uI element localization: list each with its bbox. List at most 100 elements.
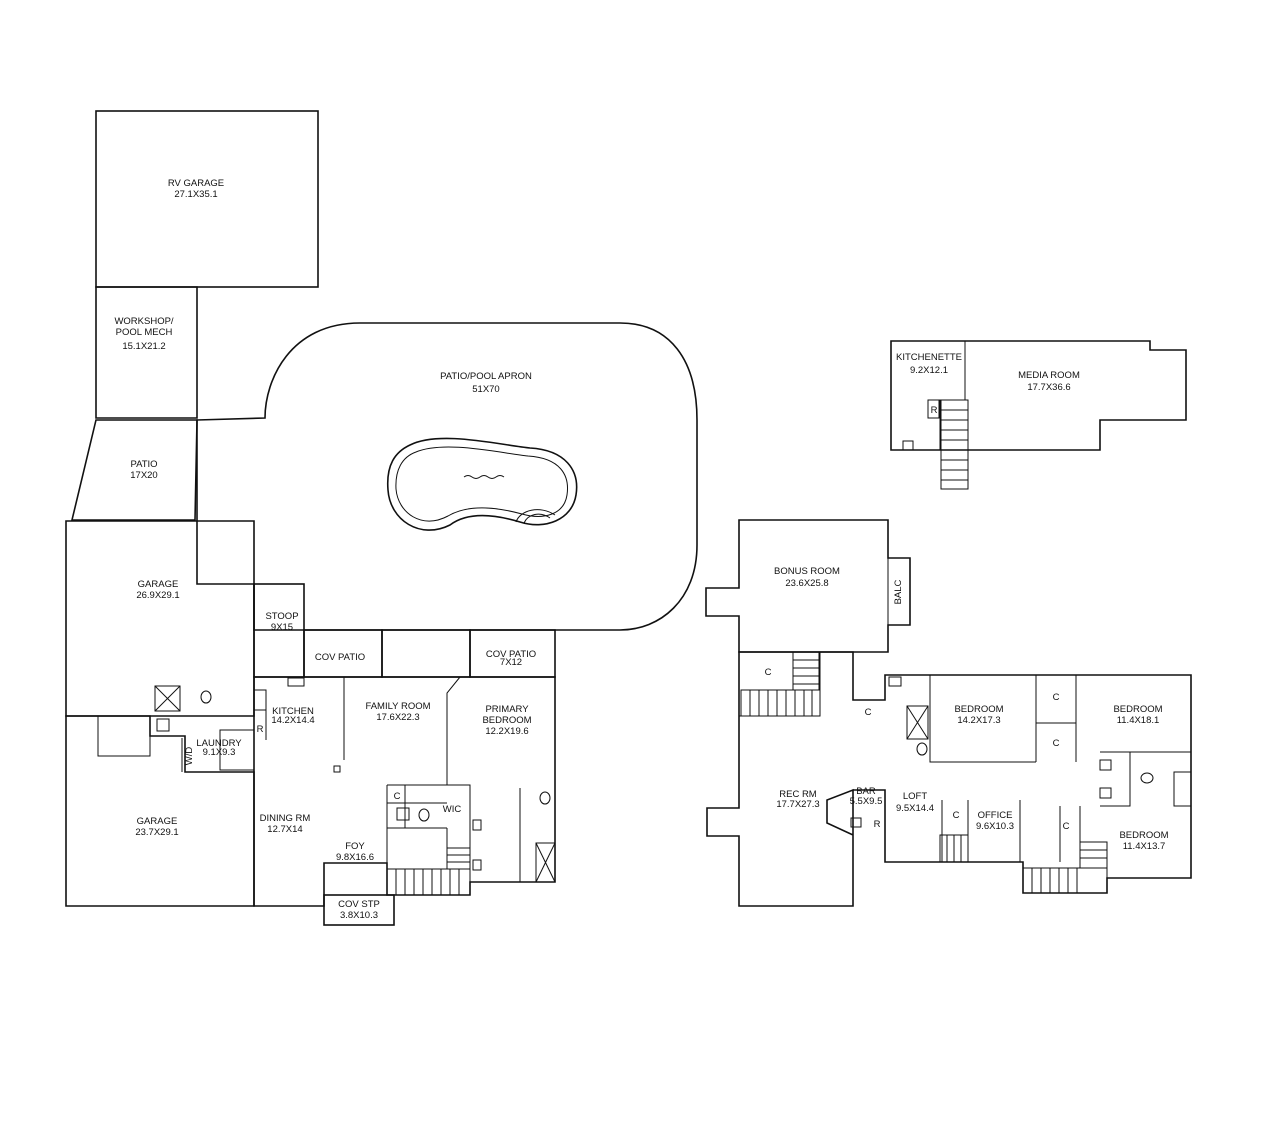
closet-mark-bedroom-a2: C xyxy=(1053,738,1060,749)
bonus-room-dim: 23.6X25.8 xyxy=(785,578,828,589)
shower-icon-upper xyxy=(906,705,929,740)
laundry-dim: 9.1X9.3 xyxy=(203,747,236,758)
bar-label: BAR xyxy=(856,786,876,797)
workshop-label-1: WORKSHOP/ xyxy=(114,316,173,327)
garage-lower-label: GARAGE xyxy=(137,816,178,827)
cov-patio-b-dim: 7X12 xyxy=(500,657,522,668)
sink-icon-kitchen xyxy=(253,689,267,711)
toilet-icon xyxy=(200,690,212,704)
bedroom-c-dim: 11.4X13.7 xyxy=(1123,841,1166,852)
stove-icon xyxy=(287,677,305,687)
pool-area xyxy=(196,322,698,631)
cov-patio-a-label: COV PATIO xyxy=(315,652,365,663)
dining-dim: 12.7X14 xyxy=(267,824,302,835)
pool-steps-icon xyxy=(515,509,556,524)
cov-patio-b-label: COV PATIO xyxy=(486,649,536,660)
office-dim: 9.6X10.3 xyxy=(976,821,1014,832)
kitchenette-label: KITCHENETTE xyxy=(896,352,962,363)
cov-patio-mid-walls xyxy=(381,629,471,678)
rv-garage-label: RV GARAGE xyxy=(168,178,224,189)
bedroom-a-dim: 14.2X17.3 xyxy=(957,715,1000,726)
bedroom-c-label: BEDROOM xyxy=(1119,830,1168,841)
upper-stairs-b xyxy=(740,689,821,717)
rv-garage-walls xyxy=(95,110,319,288)
kitchen-dim: 14.2X14.4 xyxy=(271,715,314,726)
loft-dim: 9.5X14.4 xyxy=(896,803,934,814)
water-icon xyxy=(463,475,505,479)
dining-label: DINING RM xyxy=(260,813,311,824)
patio-dim: 17X20 xyxy=(130,470,157,481)
rv-garage-dim: 27.1X35.1 xyxy=(174,189,217,200)
stoop-dim: 9X15 xyxy=(271,622,293,633)
workshop-label-2: POOL MECH xyxy=(116,327,173,338)
wd-label: W/D xyxy=(184,747,195,766)
closet-mark-upper-b: C xyxy=(865,707,872,718)
upper-stairs-d xyxy=(1022,867,1108,894)
rec-room-dim: 17.7X27.3 xyxy=(776,799,819,810)
office-label: OFFICE xyxy=(978,810,1013,821)
fridge-mark-bar: R xyxy=(874,819,881,830)
patio-walls xyxy=(70,419,198,521)
family-room-dim: 17.6X22.3 xyxy=(376,712,419,723)
kitchen-label: KITCHEN xyxy=(272,706,314,717)
fridge-mark-media: R xyxy=(931,405,938,416)
bedroom-a-label: BEDROOM xyxy=(954,704,1003,715)
media-level-walls xyxy=(890,340,1187,490)
kitchenette-sink-icon xyxy=(902,440,914,451)
garage-upper-dim: 26.9X29.1 xyxy=(136,590,179,601)
wic-label: WIC xyxy=(443,804,462,815)
upper-garage-walls xyxy=(65,520,255,717)
primary-toilet-icon xyxy=(539,791,551,805)
room-labels: RV GARAGE 27.1X35.1 WORKSHOP/ POOL MECH … xyxy=(114,178,1168,921)
bedroom-b-label: BEDROOM xyxy=(1113,704,1162,715)
foyer-stairs xyxy=(386,847,471,896)
sink-icon xyxy=(156,718,170,732)
pool-apron-walls xyxy=(196,322,698,631)
balc-label: BALC xyxy=(893,579,904,604)
pool-apron-dim: 51X70 xyxy=(472,384,499,395)
closet-mark-office: C xyxy=(953,810,960,821)
toilet-icon-b xyxy=(1140,772,1154,784)
shower-icon xyxy=(154,685,181,712)
foyer-dim: 9.8X16.6 xyxy=(336,852,374,863)
main-floor-walls xyxy=(65,110,556,926)
tub-icon xyxy=(1173,771,1192,807)
workshop-dim: 15.1X21.2 xyxy=(122,341,165,352)
primary-bedroom-label-1: PRIMARY xyxy=(485,704,529,715)
laundry-label: LAUNDRY xyxy=(196,738,242,749)
lower-garage-walls xyxy=(65,715,255,907)
upper-floor-walls xyxy=(705,519,1192,907)
bedroom-b-dim: 11.4X18.1 xyxy=(1117,715,1160,726)
stoop-label: STOOP xyxy=(265,611,298,622)
garage-lower-dim: 23.7X29.1 xyxy=(135,827,178,838)
media-room-dim: 17.7X36.6 xyxy=(1027,382,1070,393)
family-room-label: FAMILY ROOM xyxy=(365,701,430,712)
closet-mark-main: C xyxy=(394,791,401,802)
pool-apron-label: PATIO/POOL APRON xyxy=(440,371,532,382)
cov-stp-label: COV STP xyxy=(338,899,380,910)
media-room-label: MEDIA ROOM xyxy=(1018,370,1080,381)
bath-sink-icon xyxy=(396,807,410,821)
media-stairs xyxy=(940,399,969,490)
patio-label: PATIO xyxy=(130,459,157,470)
rec-room-label: REC RM xyxy=(779,789,817,800)
closet-mark-upper-a: C xyxy=(765,667,772,678)
island-post-icon xyxy=(333,765,341,773)
cov-stp-dim: 3.8X10.3 xyxy=(340,910,378,921)
primary-shower-icon xyxy=(535,842,556,883)
cov-stp-walls xyxy=(323,894,395,926)
pool-icon xyxy=(386,437,578,531)
bar-dim: 5.5X9.5 xyxy=(850,796,883,807)
closet-mark-bedroom-a1: C xyxy=(1053,692,1060,703)
garage-upper-label: GARAGE xyxy=(138,579,179,590)
foyer-label: FOY xyxy=(345,841,365,852)
loft-label: LOFT xyxy=(903,791,927,802)
kitchenette-dim: 9.2X12.1 xyxy=(910,365,948,376)
closet-mark-bedroom-c: C xyxy=(1063,821,1070,832)
primary-bedroom-dim: 12.2X19.6 xyxy=(485,726,528,737)
fridge-mark-main: R xyxy=(257,724,264,735)
workshop-walls xyxy=(95,286,198,419)
upper-outline xyxy=(706,651,1192,907)
bonus-room-label: BONUS ROOM xyxy=(774,566,840,577)
